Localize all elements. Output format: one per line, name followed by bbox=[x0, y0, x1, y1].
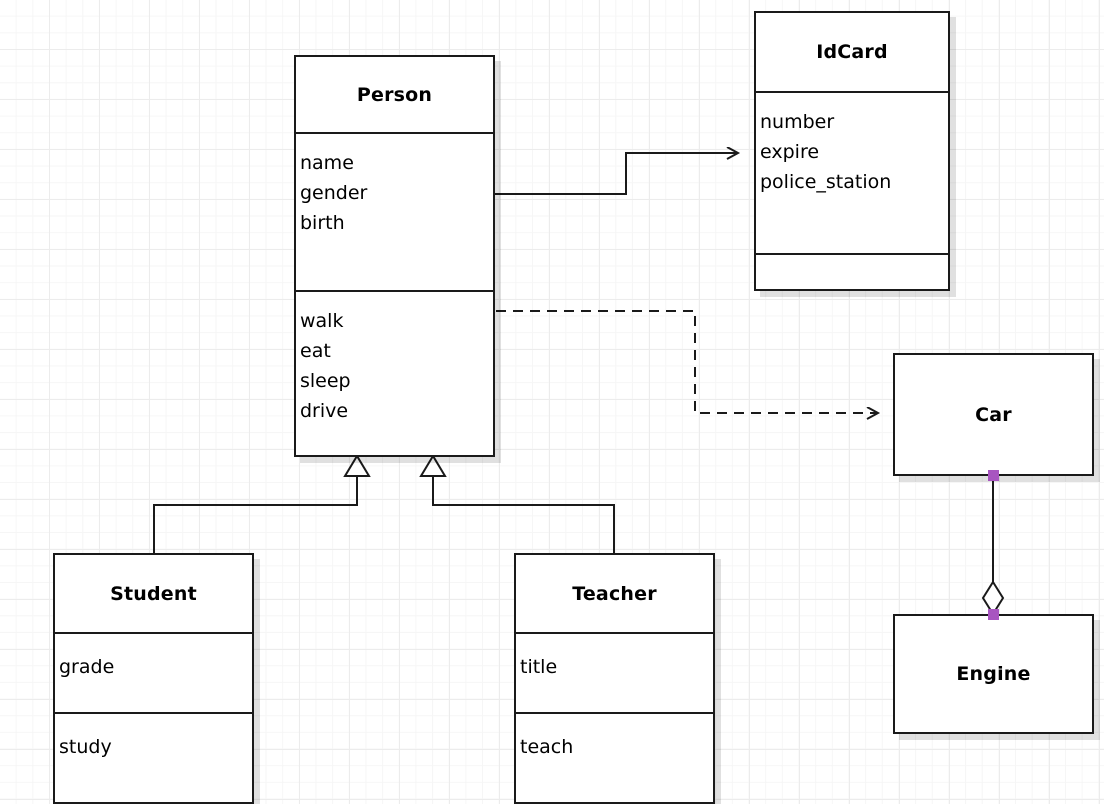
class-student[interactable]: Student grade study bbox=[53, 553, 254, 804]
operation-item: drive bbox=[300, 400, 349, 422]
class-person-attributes: name gender birth bbox=[296, 132, 493, 290]
class-teacher[interactable]: Teacher title teach bbox=[514, 553, 715, 804]
edge-handle-engine-end[interactable] bbox=[988, 609, 999, 620]
class-engine[interactable]: Engine bbox=[893, 614, 1094, 734]
attribute-item: expire bbox=[760, 141, 820, 163]
class-teacher-operations: teach bbox=[516, 712, 713, 804]
class-idcard-operations bbox=[756, 253, 948, 289]
class-car[interactable]: Car bbox=[893, 353, 1094, 476]
operation-item: teach bbox=[520, 736, 574, 758]
operation-item: eat bbox=[300, 340, 331, 362]
class-person-title: Person bbox=[296, 57, 493, 132]
attribute-item: police_station bbox=[760, 171, 892, 193]
attribute-item: gender bbox=[300, 182, 368, 204]
operation-item: sleep bbox=[300, 370, 351, 392]
edge-car-engine[interactable] bbox=[981, 476, 1005, 616]
operation-item: walk bbox=[300, 310, 344, 332]
class-student-attributes: grade bbox=[55, 632, 252, 712]
attribute-item: birth bbox=[300, 212, 345, 234]
attribute-item: title bbox=[520, 656, 558, 678]
attribute-item: name bbox=[300, 152, 354, 174]
edge-person-idcard[interactable] bbox=[494, 153, 738, 195]
edge-handle-car-end[interactable] bbox=[988, 470, 999, 481]
class-student-title: Student bbox=[55, 555, 252, 632]
class-person-operations: walk eat sleep drive bbox=[296, 290, 493, 455]
class-engine-title: Engine bbox=[895, 616, 1092, 732]
operation-item: study bbox=[59, 736, 112, 758]
attribute-item: grade bbox=[59, 656, 115, 678]
class-student-operations: study bbox=[55, 712, 252, 804]
attribute-item: number bbox=[760, 111, 835, 133]
edge-student-person[interactable] bbox=[153, 454, 371, 553]
class-teacher-title: Teacher bbox=[516, 555, 713, 632]
class-teacher-attributes: title bbox=[516, 632, 713, 712]
class-name-label: Engine bbox=[956, 663, 1031, 685]
edge-person-car[interactable] bbox=[496, 310, 878, 413]
class-name-label: Car bbox=[975, 403, 1012, 426]
class-car-title: Car bbox=[895, 355, 1092, 474]
class-name-label: Teacher bbox=[572, 582, 657, 605]
class-idcard-attributes: number expire police_station bbox=[756, 91, 948, 253]
class-name-label: Student bbox=[110, 582, 197, 605]
class-idcard-title: IdCard bbox=[756, 13, 948, 91]
class-person[interactable]: Person name gender birth walk eat sleep … bbox=[294, 55, 495, 457]
edge-teacher-person[interactable] bbox=[419, 454, 615, 553]
class-idcard[interactable]: IdCard number expire police_station bbox=[754, 11, 950, 291]
class-name-label: IdCard bbox=[816, 41, 888, 63]
class-name-label: Person bbox=[356, 83, 433, 106]
